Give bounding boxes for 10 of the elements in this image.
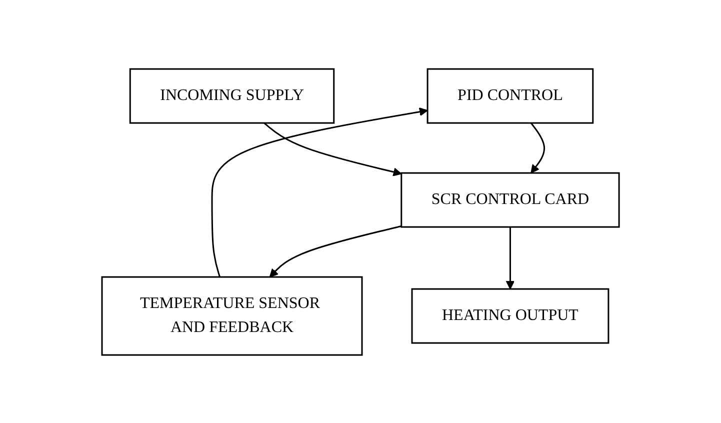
arrow (269, 224, 402, 277)
arrow (506, 226, 515, 289)
node-box: HEATING OUTPUT (411, 288, 610, 344)
node-box: TEMPERATURE SENSOR AND FEEDBACK (101, 276, 363, 356)
arrow (264, 122, 402, 176)
node-box: PID CONTROL (426, 68, 594, 124)
arrow (211, 106, 428, 277)
node-box: SCR CONTROL CARD (400, 172, 620, 228)
arrow (530, 122, 545, 173)
node-box: INCOMING SUPPLY (129, 68, 335, 124)
